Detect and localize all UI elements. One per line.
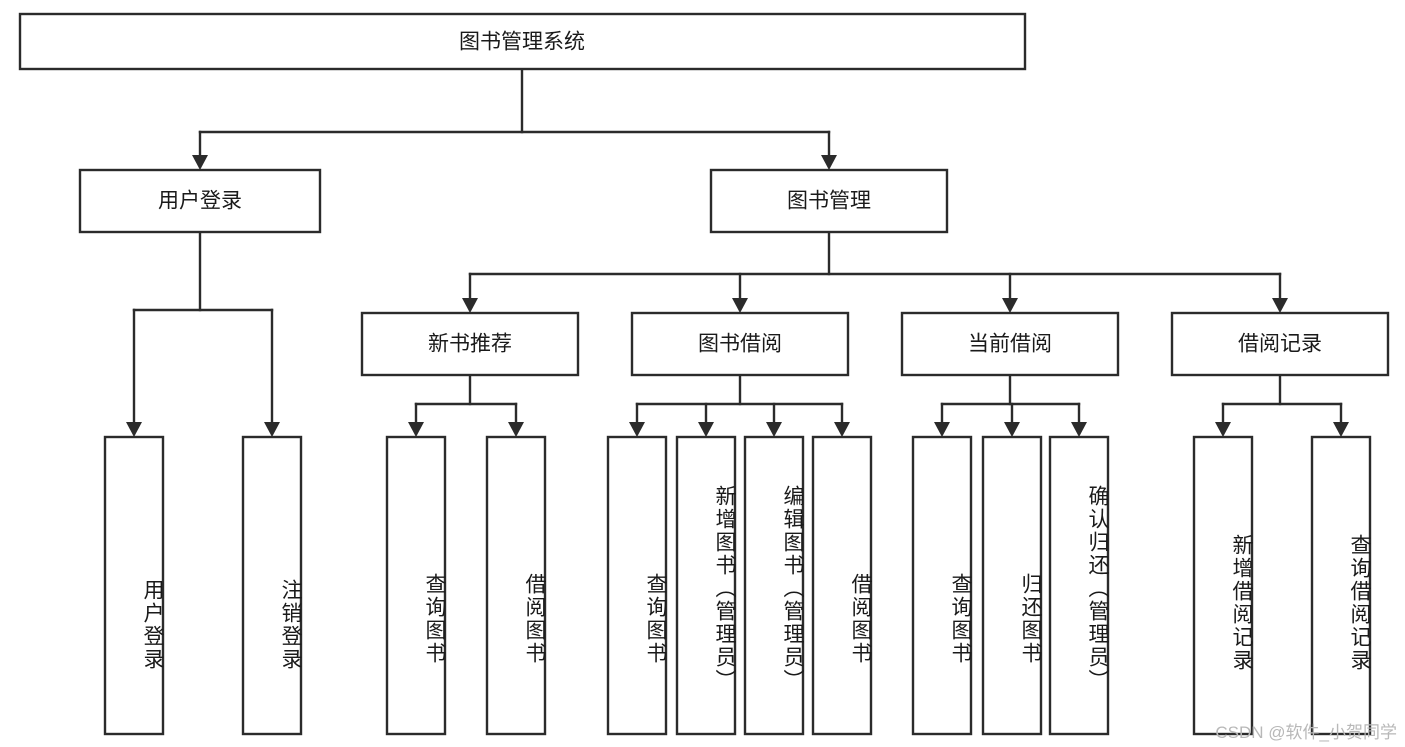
arrowhead-borrow-book xyxy=(834,422,850,437)
arrowhead-current-borrow xyxy=(1002,298,1018,313)
node-leaf-borrow-book-box[interactable] xyxy=(811,435,873,736)
node-new-book-rec[interactable]: 新书推荐 xyxy=(360,311,580,377)
node-leaf-logout-box[interactable] xyxy=(241,435,303,736)
arrowhead-borrow-query-book xyxy=(629,422,645,437)
node-leaf-confirm-return-box[interactable] xyxy=(1048,435,1110,736)
node-leaf-rec-query-book-box[interactable] xyxy=(385,435,447,736)
node-new-book-rec-box[interactable] xyxy=(360,311,580,377)
arrowhead-borrow-record xyxy=(1272,298,1288,313)
node-current-borrow-label: 当前借阅 xyxy=(968,333,1052,356)
node-leaf-return-book-box[interactable] xyxy=(981,435,1043,736)
arrowhead-book-manage xyxy=(821,155,837,170)
arrowhead-leaf-user-login xyxy=(126,422,142,437)
node-book-manage-label: 图书管理 xyxy=(787,190,871,213)
node-borrow-record-label: 借阅记录 xyxy=(1238,333,1322,356)
node-new-book-rec-label: 新书推荐 xyxy=(428,333,512,356)
node-borrow-record-box[interactable] xyxy=(1170,311,1390,377)
arrowhead-new-book-rec xyxy=(462,298,478,313)
csdn-watermark: CSDN @软件_小贺同学 xyxy=(1215,723,1397,742)
node-leaf-query-record-box[interactable] xyxy=(1310,435,1372,736)
arrowhead-edit-book xyxy=(766,422,782,437)
arrowhead-add-book xyxy=(698,422,714,437)
node-user-login[interactable]: 用户登录 xyxy=(78,168,322,234)
arrowhead-rec-query-book xyxy=(408,422,424,437)
node-leaf-user-login-box[interactable] xyxy=(103,435,165,736)
node-root-label: 图书管理系统 xyxy=(459,31,585,54)
node-group: 图书管理系统 用户登录 图书管理 新书推荐 图书借阅 当前 xyxy=(18,12,1390,736)
arrowhead-leaf-logout xyxy=(264,422,280,437)
arrowhead-query-record xyxy=(1333,422,1349,437)
node-current-borrow[interactable]: 当前借阅 xyxy=(900,311,1120,377)
node-user-login-box[interactable] xyxy=(78,168,322,234)
node-root[interactable]: 图书管理系统 xyxy=(18,12,1027,71)
node-root-box[interactable] xyxy=(18,12,1027,71)
node-leaf-rec-borrow-book-box[interactable] xyxy=(485,435,547,736)
node-borrow-record[interactable]: 借阅记录 xyxy=(1170,311,1390,377)
connector-group xyxy=(126,67,1349,437)
arrowhead-cur-query-book xyxy=(934,422,950,437)
arrowhead-add-record xyxy=(1215,422,1231,437)
arrowhead-book-borrow xyxy=(732,298,748,313)
node-user-login-label: 用户登录 xyxy=(158,190,242,213)
node-book-manage[interactable]: 图书管理 xyxy=(709,168,949,234)
node-leaf-borrow-query-book-box[interactable] xyxy=(606,435,668,736)
arrowhead-user-login xyxy=(192,155,208,170)
arrowhead-confirm-return xyxy=(1071,422,1087,437)
arrowhead-rec-borrow-book xyxy=(508,422,524,437)
node-leaf-add-book-box[interactable] xyxy=(675,435,737,736)
node-leaf-cur-query-book-box[interactable] xyxy=(911,435,973,736)
node-leaf-add-record-box[interactable] xyxy=(1192,435,1254,736)
node-book-manage-box[interactable] xyxy=(709,168,949,234)
arrowhead-return-book xyxy=(1004,422,1020,437)
node-leaf-edit-book-box[interactable] xyxy=(743,435,805,736)
node-book-borrow-label: 图书借阅 xyxy=(698,333,782,356)
node-book-borrow-box[interactable] xyxy=(630,311,850,377)
node-book-borrow[interactable]: 图书借阅 xyxy=(630,311,850,377)
node-current-borrow-box[interactable] xyxy=(900,311,1120,377)
